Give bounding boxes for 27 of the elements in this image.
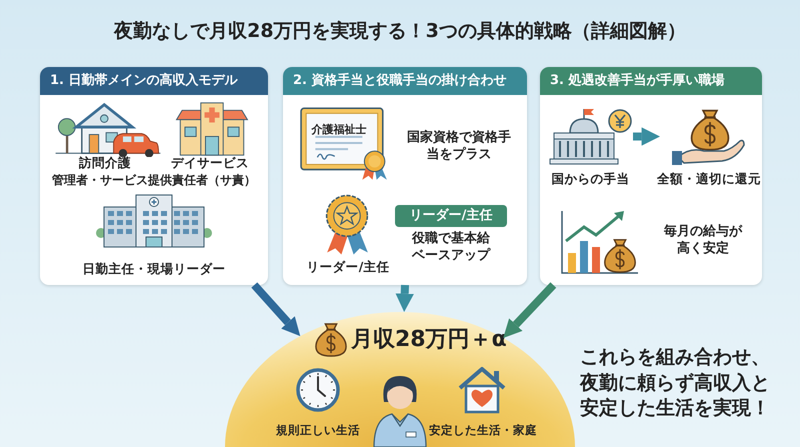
panel-header: 1. 日勤帯メインの高収入モデル bbox=[40, 67, 268, 95]
arrow bbox=[251, 282, 300, 336]
icon-caption: 国からの手当 bbox=[550, 171, 630, 188]
description-text: 役職で基本給ベースアップ bbox=[411, 231, 491, 265]
icon-caption: デイサービス bbox=[170, 155, 250, 172]
icon-caption: 日勤主任・現場リーダー bbox=[82, 261, 226, 278]
category-panel bbox=[540, 67, 762, 285]
role-badge: リーダー/主任 bbox=[395, 205, 507, 227]
icon-caption: 管理者・サービス提供責任者（サ責） bbox=[51, 173, 257, 189]
category-panel bbox=[283, 67, 527, 285]
category-panel bbox=[40, 67, 268, 285]
arrow bbox=[633, 127, 660, 146]
arrow bbox=[396, 284, 414, 312]
description-text: 国家資格で資格手当をプラス bbox=[406, 130, 512, 164]
description-text: 毎月の給与が高く安定 bbox=[663, 224, 743, 258]
summary-text: これらを組み合わせ、夜勤に頼らず高収入と安定した生活を実現！ bbox=[580, 345, 771, 422]
panel-header: 3. 処遇改善手当が手厚い職場 bbox=[540, 67, 762, 95]
icon-caption: 規則正しい生活 bbox=[275, 423, 361, 438]
icon-caption: 安定した生活・家庭 bbox=[428, 423, 538, 438]
icon-caption: リーダー/主任 bbox=[306, 259, 390, 276]
income-heading: 月収28万円＋α bbox=[351, 326, 507, 354]
icon-caption: 全額・適切に還元 bbox=[656, 171, 762, 188]
arrow bbox=[503, 282, 556, 338]
certificate-title: 介護福祉士 bbox=[310, 123, 368, 138]
diagram-title: 夜勤なしで月収28万円を実現する！3つの具体的戦略（詳細図解） bbox=[112, 19, 687, 44]
panel-header: 2. 資格手当と役職手当の掛け合わせ bbox=[283, 67, 527, 95]
icon-caption: 訪問介護 bbox=[78, 155, 132, 172]
